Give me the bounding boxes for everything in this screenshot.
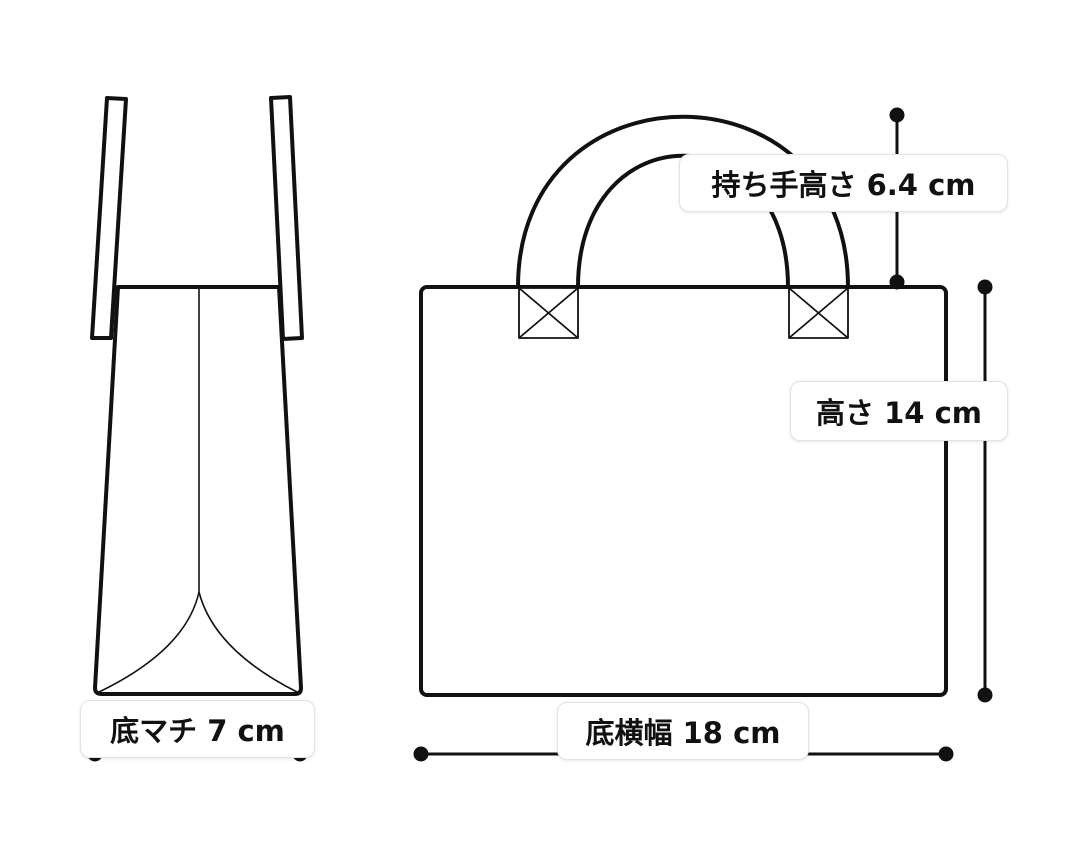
side-view-bottom-fold	[98, 591, 298, 693]
side-view	[90, 95, 304, 696]
height-dimension	[977, 279, 993, 703]
right-stitch-box	[788, 287, 849, 339]
side-view-body	[93, 285, 303, 696]
side-view-left-strap	[90, 96, 128, 340]
bottom-gusset-label: 底マチ 7 cm	[80, 700, 315, 758]
front-view-body	[419, 285, 948, 697]
side-view-right-strap	[269, 95, 304, 341]
left-stitch-box	[518, 287, 579, 339]
bottom-width-label: 底横幅 18 cm	[557, 702, 809, 760]
handle-height-label: 持ち手高さ 6.4 cm	[679, 154, 1008, 212]
height-label: 高さ 14 cm	[790, 381, 1008, 441]
